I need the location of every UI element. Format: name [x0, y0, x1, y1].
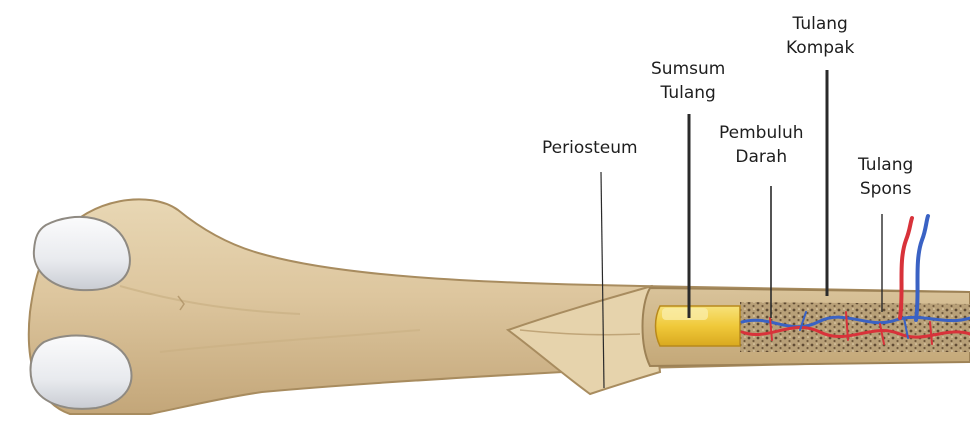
label-compact: Tulang Kompak [786, 12, 854, 60]
cartilage-cap-lower [31, 336, 132, 409]
cartilage-cap-upper [34, 217, 130, 290]
label-marrow: Sumsum Tulang [651, 57, 725, 105]
label-vessels: Pembuluh Darah [719, 121, 804, 169]
label-spongy: Tulang Spons [858, 153, 913, 201]
label-periosteum: Periosteum [542, 136, 638, 160]
spongy-bone-band [740, 302, 970, 352]
